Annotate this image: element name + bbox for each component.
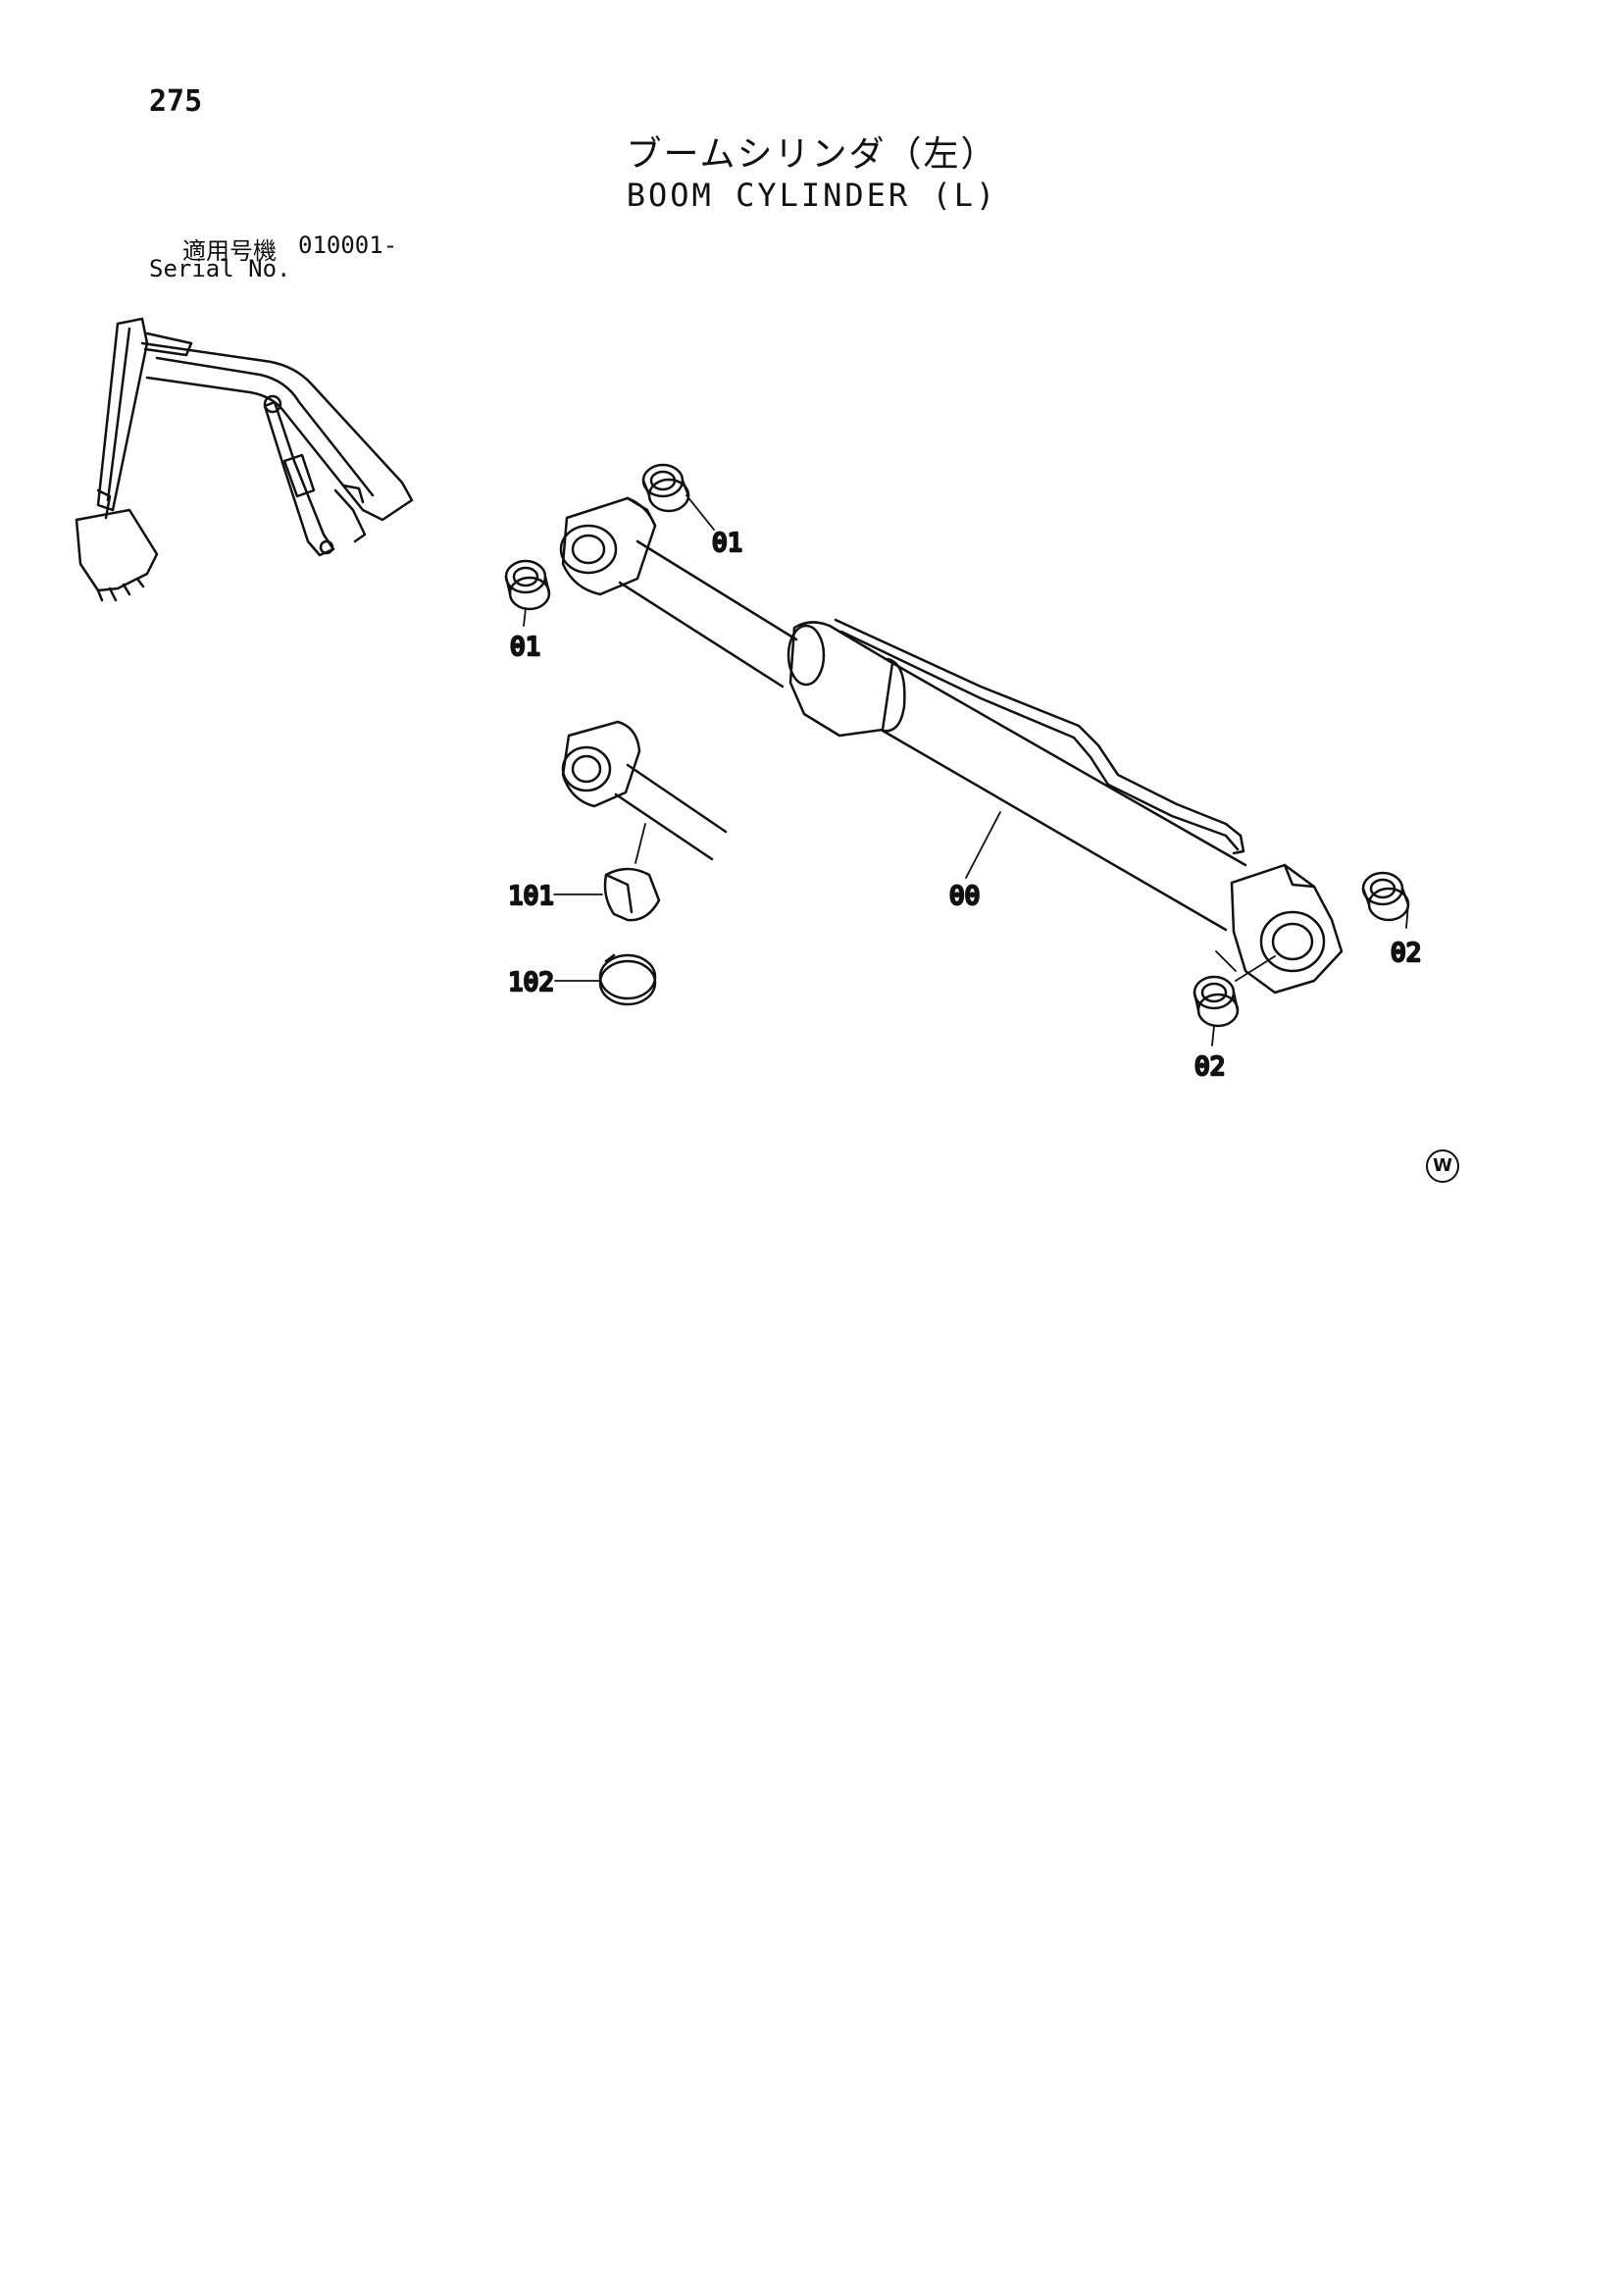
title-japanese: ブームシリンダ（左） bbox=[626, 134, 998, 175]
rod-eye-detail bbox=[561, 720, 728, 861]
callout-01-upper: 01 bbox=[712, 529, 742, 558]
w-circle-mark: W bbox=[1426, 1149, 1459, 1183]
bushing-01-upper bbox=[641, 463, 690, 513]
piston-rod-bottom-edge bbox=[618, 581, 785, 689]
leader-lines bbox=[523, 494, 1409, 1046]
serial-label-english: Serial No. bbox=[149, 255, 291, 282]
serial-value: 010001- bbox=[298, 231, 398, 259]
bushing-02-upper bbox=[1361, 871, 1410, 922]
bottom-eye-end bbox=[1230, 863, 1344, 995]
callout-00: 00 bbox=[949, 882, 980, 911]
rod-eye-end bbox=[559, 496, 657, 596]
callout-102: 102 bbox=[508, 968, 554, 997]
dust-seal-101 bbox=[603, 867, 661, 922]
cylinder-tube-bottom-edge bbox=[881, 729, 1228, 932]
bushing-02-lower bbox=[1193, 975, 1240, 1028]
piston-rod-top-edge bbox=[635, 539, 798, 641]
bushing-01-lower bbox=[504, 559, 551, 611]
cylinder-tube-top-edge bbox=[890, 661, 1247, 867]
title-english: BOOM CYLINDER (L) bbox=[626, 177, 998, 214]
callout-02-lower: 02 bbox=[1194, 1052, 1225, 1082]
serial-label-japanese: 適用号機 bbox=[182, 237, 277, 265]
retaining-ring-102 bbox=[598, 953, 657, 1006]
callout-02-upper: 02 bbox=[1391, 939, 1421, 968]
cylinder-head bbox=[787, 621, 906, 738]
boom-cylinder-assembly bbox=[559, 496, 1344, 995]
callout-101: 101 bbox=[508, 882, 554, 911]
hydraulic-pipe bbox=[834, 618, 1243, 838]
excavator-locator-diagram bbox=[75, 317, 414, 602]
callout-01-lower: 01 bbox=[510, 633, 540, 662]
page-number: 275 bbox=[149, 84, 203, 119]
